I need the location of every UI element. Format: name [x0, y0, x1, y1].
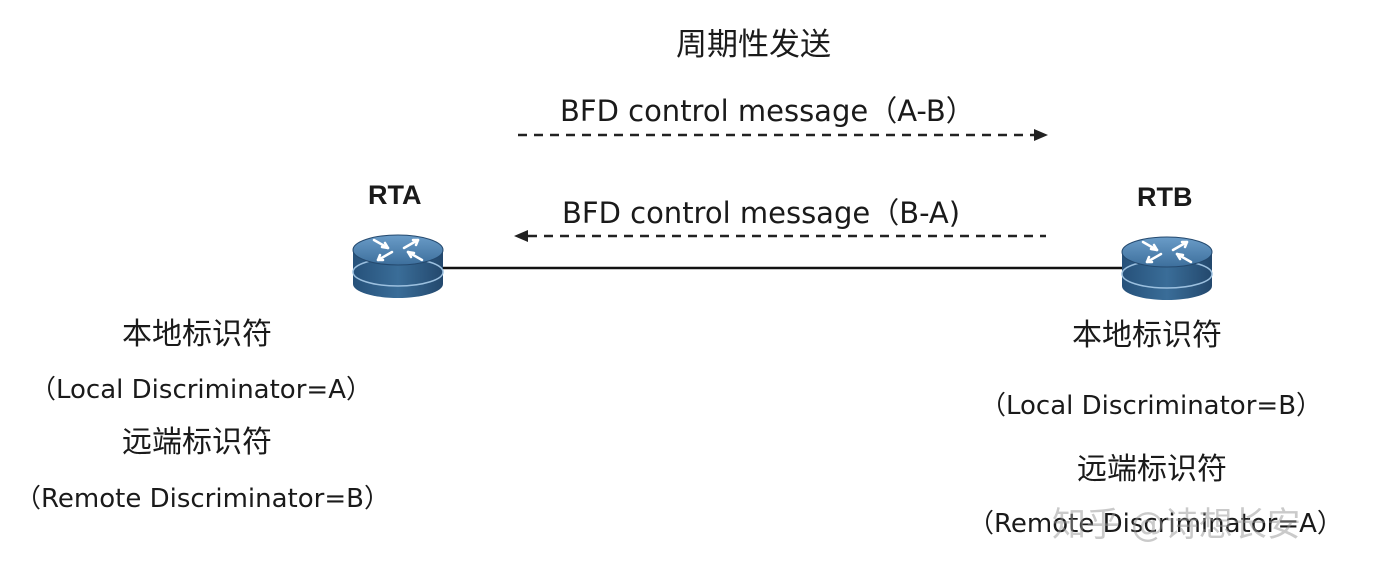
router-a-remote-label: 远端标识符 [122, 425, 272, 460]
router-b-name: RTB [1137, 182, 1193, 212]
router-b-remote-value: （Remote Discriminator=A） [968, 509, 1343, 539]
router-a-name: RTA [368, 180, 422, 210]
router-a-remote-value: （Remote Discriminator=B） [15, 484, 390, 514]
watermark: 知乎 @诗想长安 [1052, 505, 1301, 545]
arrow-b-to-a [514, 230, 1046, 242]
router-b-local-label: 本地标识符 [1072, 318, 1222, 353]
router-icon [1121, 236, 1213, 300]
router-b-remote-label: 远端标识符 [1077, 452, 1227, 487]
message-b-to-a: BFD control message（B-A) [562, 196, 961, 230]
router-a-local-label: 本地标识符 [122, 317, 272, 352]
router-a-local-value: （Local Discriminator=A） [30, 375, 372, 405]
arrow-a-to-b [518, 129, 1048, 141]
router-b-local-value: （Local Discriminator=B） [980, 391, 1323, 421]
message-a-to-b: BFD control message（A-B） [560, 94, 975, 128]
router-icon [352, 234, 444, 298]
diagram-title: 周期性发送 [676, 27, 831, 63]
